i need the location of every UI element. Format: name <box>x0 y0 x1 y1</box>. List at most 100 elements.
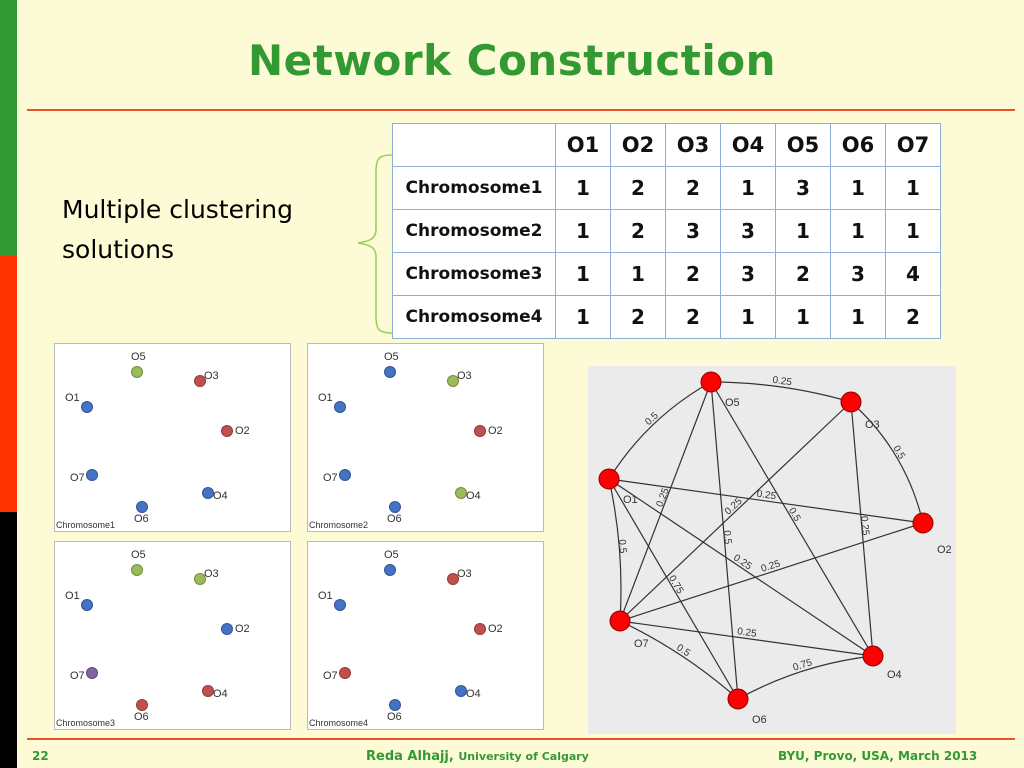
table-cell: 1 <box>830 166 886 210</box>
point-label: O6 <box>134 711 149 723</box>
point-o2 <box>474 425 486 437</box>
network-edge <box>710 381 874 657</box>
subtitle: Multiple clustering solutions <box>62 190 332 270</box>
point-o6 <box>389 699 401 711</box>
point-label: O1 <box>318 590 333 602</box>
point-o3 <box>447 573 459 585</box>
point-label: O2 <box>488 425 503 437</box>
network-node-label: O6 <box>752 714 767 726</box>
point-o2 <box>474 623 486 635</box>
table-cell: 1 <box>775 295 831 339</box>
edge-weight-label: 0.5 <box>674 642 692 659</box>
point-label: O6 <box>387 513 402 525</box>
point-label: O4 <box>466 490 481 502</box>
network-edge <box>619 620 739 700</box>
panel-label: Chromosome4 <box>309 718 369 728</box>
edge-weight-label: 0.25 <box>858 516 871 537</box>
panel-label: Chromosome3 <box>56 718 116 728</box>
point-o1 <box>81 599 93 611</box>
subtitle-line-2: solutions <box>62 235 175 264</box>
edge-weight-label: 0.25 <box>723 496 745 518</box>
footer-author: Reda Alhajj, University of Calgary <box>366 749 589 764</box>
point-o2 <box>221 623 233 635</box>
subtitle-line-1: Multiple clustering <box>62 195 293 224</box>
network-node-o5 <box>700 371 722 393</box>
row-header: Chromosome1 <box>392 166 556 210</box>
point-o7 <box>86 667 98 679</box>
point-o5 <box>131 366 143 378</box>
point-label: O1 <box>318 392 333 404</box>
point-label: O7 <box>70 670 85 682</box>
network-node-label: O5 <box>725 397 740 409</box>
table-corner-cell <box>392 123 556 167</box>
column-header: O5 <box>775 123 831 167</box>
table-cell: 1 <box>555 166 611 210</box>
point-label: O5 <box>131 549 146 561</box>
edge-weight-label: 0.5 <box>890 444 907 462</box>
network-edge <box>608 478 739 700</box>
point-label: O2 <box>235 425 250 437</box>
table-cell: 1 <box>555 252 611 296</box>
table-cell: 3 <box>775 166 831 210</box>
point-o4 <box>455 685 467 697</box>
table-cell: 2 <box>610 295 666 339</box>
author-name: Reda Alhajj, <box>366 749 454 764</box>
page-number: 22 <box>32 749 49 763</box>
point-o5 <box>131 564 143 576</box>
point-label: O1 <box>65 590 80 602</box>
point-o3 <box>194 375 206 387</box>
point-label: O3 <box>204 370 219 382</box>
point-o4 <box>202 685 214 697</box>
network-node-label: O4 <box>887 669 902 681</box>
network-edge <box>619 401 852 622</box>
point-label: O6 <box>134 513 149 525</box>
table-cell: 1 <box>720 295 776 339</box>
point-label: O4 <box>213 688 228 700</box>
panel-label: Chromosome1 <box>56 520 116 530</box>
network-edge <box>850 401 924 524</box>
edge-weight-label: 0.75 <box>792 657 814 674</box>
point-o4 <box>455 487 467 499</box>
column-header: O7 <box>885 123 941 167</box>
point-o2 <box>221 425 233 437</box>
table-cell: 3 <box>720 252 776 296</box>
edge-weight-label: 0.5 <box>643 410 661 428</box>
table-cell: 2 <box>610 166 666 210</box>
table-cell: 1 <box>775 209 831 253</box>
network-node-o7 <box>609 610 631 632</box>
point-o1 <box>81 401 93 413</box>
edge-weight-label: 0.25 <box>772 375 793 389</box>
table-cell: 2 <box>665 166 721 210</box>
point-label: O4 <box>213 490 228 502</box>
network-edge <box>619 522 924 622</box>
table-cell: 3 <box>665 209 721 253</box>
university-name: University of Calgary <box>458 750 589 763</box>
point-o1 <box>334 401 346 413</box>
table-cell: 2 <box>885 295 941 339</box>
table-row: Chromosome1 1 2 2 1 3 1 1 <box>392 166 941 210</box>
network-edge <box>608 381 712 480</box>
network-edge <box>850 401 874 657</box>
point-o1 <box>334 599 346 611</box>
point-o3 <box>194 573 206 585</box>
point-label: O6 <box>387 711 402 723</box>
network-node-o6 <box>727 688 749 710</box>
network-edge <box>710 381 852 403</box>
point-o6 <box>136 699 148 711</box>
table-cell: 1 <box>885 209 941 253</box>
table-cell: 1 <box>555 209 611 253</box>
table-cell: 1 <box>610 252 666 296</box>
point-label: O5 <box>384 549 399 561</box>
sidebar-green <box>0 0 17 256</box>
network-node-label: O7 <box>634 638 649 650</box>
point-label: O7 <box>323 472 338 484</box>
network-node-o1 <box>598 468 620 490</box>
table-cell: 3 <box>830 252 886 296</box>
point-label: O4 <box>466 688 481 700</box>
table-row: Chromosome3 1 1 2 3 2 3 4 <box>392 252 941 296</box>
point-label: O3 <box>204 568 219 580</box>
row-header: Chromosome4 <box>392 295 556 339</box>
point-label: O3 <box>457 370 472 382</box>
